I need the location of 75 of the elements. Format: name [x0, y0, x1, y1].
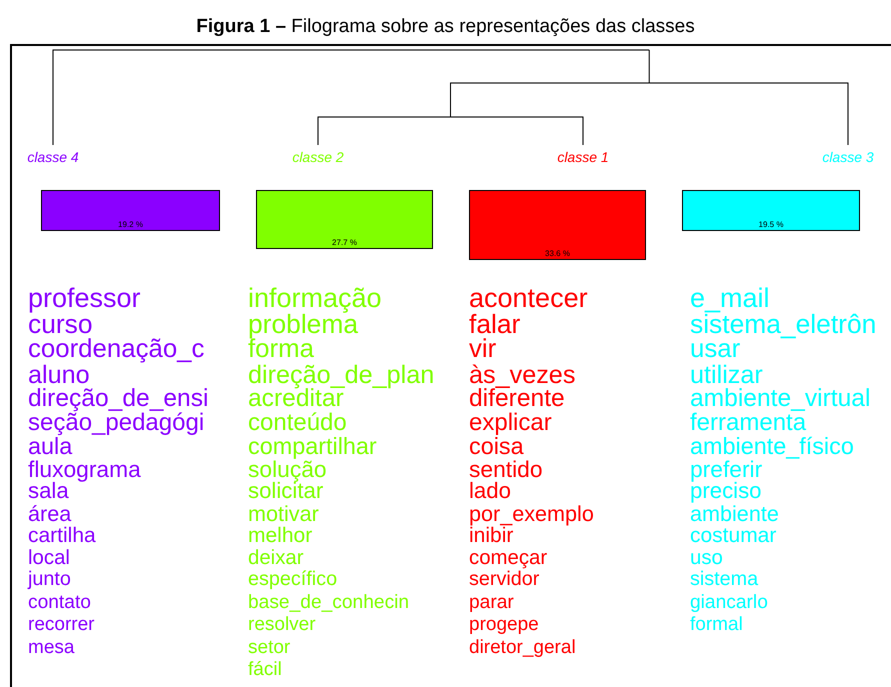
- term-label: ferramenta: [690, 411, 806, 436]
- term-label: cartilha: [28, 525, 96, 546]
- term-label: preferir: [690, 458, 762, 481]
- term-label: informação: [248, 285, 382, 312]
- term-label: conteúdo: [248, 411, 347, 436]
- term-label: fluxograma: [28, 458, 141, 481]
- term-label: e_mail: [690, 285, 770, 312]
- term-label: sistema: [690, 570, 758, 590]
- term-label: mesa: [28, 638, 74, 657]
- term-label: direção_de_ensi: [28, 387, 208, 412]
- term-label: diretor_geral: [469, 638, 576, 657]
- term-label: sala: [28, 480, 69, 503]
- term-label: vir: [469, 337, 496, 364]
- term-label: forma: [248, 337, 314, 364]
- figure-title: Figura 1 – Filograma sobre as representações das classes: [195, 16, 696, 38]
- term-label: deixar: [248, 548, 304, 568]
- term-label: sentido: [469, 458, 543, 481]
- term-label: acreditar: [248, 387, 344, 412]
- term-label: inibir: [469, 525, 514, 546]
- term-label: motivar: [248, 502, 319, 524]
- term-label: falar: [469, 311, 520, 338]
- term-label: recorrer: [28, 615, 95, 634]
- term-label: setor: [248, 638, 290, 657]
- term-label: começar: [469, 548, 548, 568]
- term-label: aula: [28, 434, 72, 458]
- term-label: uso: [690, 548, 723, 568]
- term-label: parar: [469, 592, 514, 612]
- term-label: professor: [28, 285, 141, 312]
- class-label: classe 2: [292, 149, 344, 165]
- term-label: servidor: [469, 570, 540, 590]
- term-label: ambiente_virtual: [690, 387, 870, 412]
- term-label: às_vezes: [469, 362, 576, 388]
- term-label: direção_de_plan: [248, 362, 434, 388]
- term-label: lado: [469, 480, 511, 503]
- term-label: diferente: [469, 387, 565, 412]
- term-label: acontecer: [469, 285, 588, 312]
- class-bar: [256, 190, 433, 249]
- term-label: progepe: [469, 615, 539, 634]
- term-label: coisa: [469, 434, 524, 458]
- term-label: por_exemplo: [469, 502, 594, 524]
- term-label: local: [28, 548, 70, 568]
- percentage-label: 19.5 %: [758, 220, 784, 230]
- term-label: base_de_conhecin: [248, 592, 410, 612]
- term-label: preciso: [690, 480, 762, 503]
- term-label: ambiente: [690, 502, 779, 524]
- class-bar: [469, 190, 646, 260]
- term-label: costumar: [690, 525, 776, 546]
- term-label: específico: [248, 570, 338, 590]
- term-label: compartilhar: [248, 434, 377, 458]
- term-label: solicitar: [248, 480, 324, 503]
- percentage-label: 19.2 %: [117, 220, 144, 230]
- term-label: ambiente_físico: [690, 434, 854, 458]
- term-label: usar: [690, 337, 740, 364]
- term-label: melhor: [248, 525, 312, 546]
- term-label: formal: [690, 615, 743, 634]
- term-label: seção_pedagógi: [28, 411, 204, 436]
- term-label: fácil: [248, 660, 282, 680]
- term-label: aluno: [28, 362, 90, 388]
- percentage-label: 27.7 %: [331, 238, 358, 248]
- term-label: sistema_eletrôn: [690, 311, 876, 338]
- term-label: área: [28, 502, 72, 524]
- term-label: contato: [28, 592, 91, 612]
- term-label: utilizar: [690, 362, 763, 388]
- term-label: resolver: [248, 615, 316, 634]
- class-label: classe 4: [27, 149, 79, 165]
- class-label: classe 3: [822, 149, 874, 165]
- class-bar: [41, 190, 220, 231]
- term-label: coordenação_c: [28, 337, 204, 364]
- term-label: solução: [248, 458, 327, 481]
- percentage-label: 33.6 %: [544, 249, 571, 259]
- class-bar: [682, 190, 860, 231]
- term-label: giancarlo: [690, 592, 768, 612]
- term-label: explicar: [469, 411, 552, 436]
- term-label: junto: [28, 570, 71, 590]
- class-label: classe 1: [557, 149, 609, 165]
